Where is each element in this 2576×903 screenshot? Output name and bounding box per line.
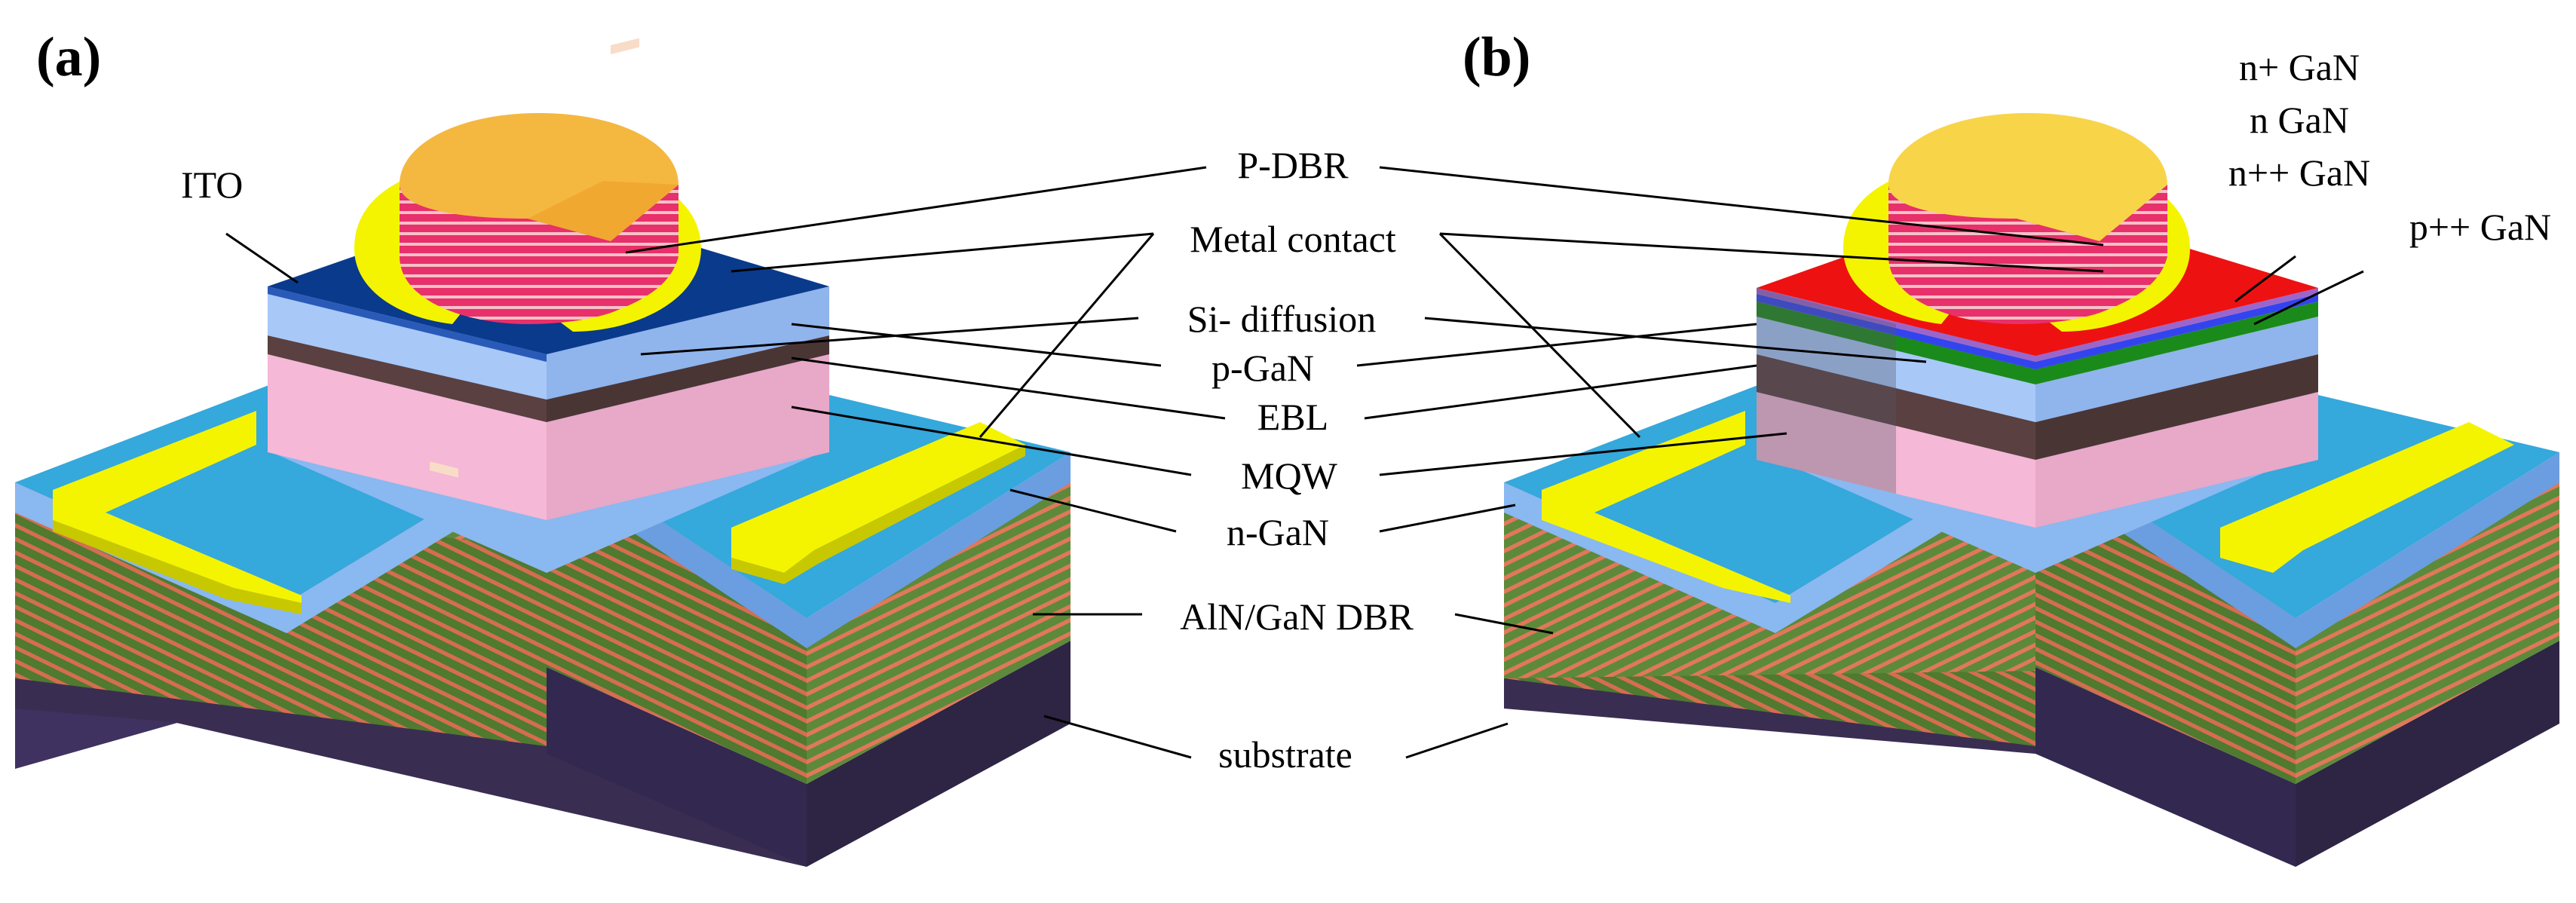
label-n-gan: n-GaN — [1227, 511, 1329, 553]
label-mqw: MQW — [1241, 455, 1338, 497]
leader-dbr-b — [1454, 613, 1554, 635]
leader-ngan-b — [1379, 504, 1516, 533]
n-gan-b-side-right — [2296, 452, 2559, 648]
ebl-b-left — [1757, 354, 2035, 460]
leader-mqw-a — [791, 406, 1192, 476]
p-dbr-b-stack — [1888, 185, 2100, 324]
leader-sub-a — [1043, 715, 1192, 759]
leader-pgan-b — [1356, 323, 1757, 367]
leader-pgan-a — [791, 323, 1162, 367]
mqw-right — [547, 354, 829, 520]
panel-b-label: (b) — [1463, 26, 1530, 88]
panel-a-label: (a) — [36, 26, 101, 88]
leader-metal-b1 — [1439, 232, 2104, 273]
panel-a — [15, 38, 1071, 867]
substrate-b-center — [2035, 667, 2296, 867]
label-ito: ITO — [181, 164, 243, 206]
label-n-gan-b: n GaN — [2250, 99, 2349, 141]
leader-pdbr-a — [625, 166, 1207, 254]
dbr-b-right — [2296, 475, 2559, 784]
mqw-b-left — [1757, 392, 2035, 528]
leader-lines — [225, 166, 2364, 759]
metal-contact-left-side — [53, 520, 302, 614]
label-p-gan: p-GaN — [1211, 347, 1314, 389]
semi-transparent-mesa-b — [1757, 288, 1896, 494]
p-dbr-b-top — [1888, 113, 2167, 241]
label-n-plus-gan: n+ GaN — [2239, 46, 2360, 88]
p-dbr-stack — [400, 185, 611, 324]
substrate-right-face — [807, 641, 1071, 867]
leader-ngan-a — [1009, 488, 1177, 533]
metal-contact-left — [53, 411, 302, 603]
p-pp-gan-b — [1757, 302, 2318, 384]
label-p-dbr: P-DBR — [1237, 144, 1349, 186]
leader-ebl-a — [791, 357, 1226, 420]
p-dbr-b-cut-face — [2100, 185, 2167, 313]
label-substrate: substrate — [1218, 733, 1352, 776]
p-gan-b-left — [1757, 317, 2035, 422]
ito-side — [268, 286, 547, 362]
p-dbr-cut-top — [528, 181, 678, 241]
label-ebl: EBL — [1257, 396, 1328, 438]
label-p-pp-gan: p++ GaN — [2409, 206, 2551, 248]
substrate-b-right — [2296, 641, 2559, 867]
p-gan-b-right — [2035, 317, 2318, 422]
leader-metal-a2 — [979, 233, 1155, 438]
ebl-right — [547, 335, 829, 422]
si-diffusion-slot-2 — [611, 38, 639, 55]
label-aln-gan-dbr: AlN/GaN DBR — [1180, 595, 1414, 638]
leader-pdbr-b — [1379, 166, 2104, 246]
mqw-b-right — [2035, 392, 2318, 528]
label-metal-contact: Metal contact — [1190, 218, 1396, 260]
label-si-diffusion: Si- diffusion — [1187, 298, 1377, 340]
panel-b — [1504, 113, 2559, 867]
leader-ppp-b — [2253, 270, 2364, 326]
si-diffusion-slot-1 — [430, 461, 458, 478]
substrate-center-face — [547, 667, 807, 867]
leader-metal-b2 — [1438, 232, 1641, 439]
leader-npp-b — [2234, 255, 2296, 303]
ebl-b-right — [2035, 354, 2318, 460]
n-gan-side-right — [807, 452, 1071, 648]
label-n-pp-gan: n++ GaN — [2228, 152, 2370, 194]
leader-metal-a1 — [731, 232, 1154, 273]
leader-mqw-b — [1379, 432, 1787, 476]
metal-contact-b-right — [2220, 422, 2514, 573]
leader-sub-b — [1405, 722, 1509, 759]
metal-contact-b-left — [1542, 411, 1790, 603]
dbr-front-right — [807, 475, 1071, 784]
leader-ebl-b — [1364, 364, 1757, 420]
metal-contact-right — [731, 422, 1025, 573]
metal-contact-right-side — [731, 445, 1025, 584]
leader-ito — [225, 232, 299, 284]
p-gan-right — [547, 286, 829, 399]
p-gan-left — [268, 286, 547, 399]
leader-si-b — [1424, 317, 1927, 363]
mqw-left — [268, 354, 547, 520]
ebl-left — [268, 335, 547, 422]
